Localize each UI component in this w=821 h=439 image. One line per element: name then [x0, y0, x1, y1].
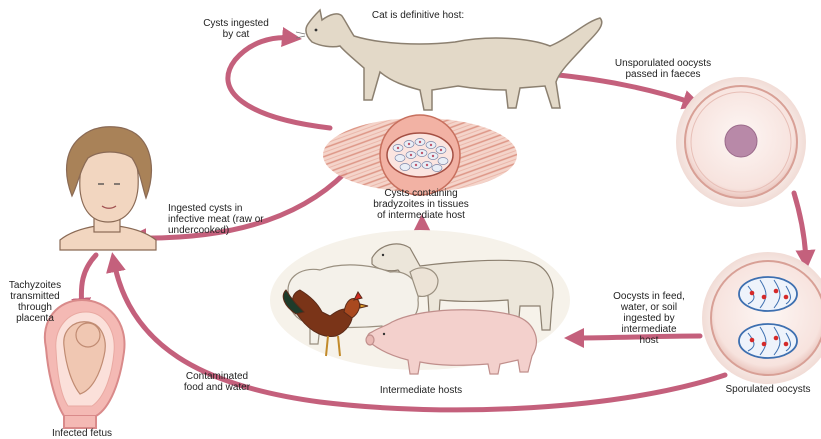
label-cat-definitive-host: Cat is definitive host:: [358, 10, 478, 21]
label-tachyzoites-through-placenta: Tachyzoites transmitted through placenta: [4, 280, 66, 324]
label-intermediate-hosts: Intermediate hosts: [365, 385, 477, 396]
label-oocysts-ingested-by-intermediate-host: Oocysts in feed, water, or soil ingested…: [594, 291, 704, 346]
label-infected-fetus: Infected fetus: [44, 428, 120, 439]
label-cysts-containing-bradyzoites: Cysts containing bradyzoites in tissues …: [365, 188, 477, 221]
label-cysts-ingested-by-cat: Cysts ingested by cat: [196, 18, 276, 40]
sporulated-oocyst: [702, 252, 821, 384]
label-contaminated-food-and-water: Contaminated food and water: [174, 371, 260, 393]
human-head-figure: [60, 127, 156, 250]
arrow-oocyst-to-sporulated: [794, 193, 806, 260]
tissue-cyst-figure: [323, 115, 517, 195]
label-sporulated-oocysts: Sporulated oocysts: [716, 384, 820, 395]
arrow-tissue-to-cat: [228, 38, 330, 128]
label-unsporulated-oocysts: Unsporulated oocysts passed in faeces: [604, 58, 722, 80]
unsporulated-oocyst: [676, 77, 806, 207]
intermediate-hosts-group: [270, 230, 570, 374]
cat-figure: [296, 10, 602, 110]
label-ingested-cysts-infective-meat: Ingested cysts in infective meat (raw or…: [168, 203, 286, 236]
